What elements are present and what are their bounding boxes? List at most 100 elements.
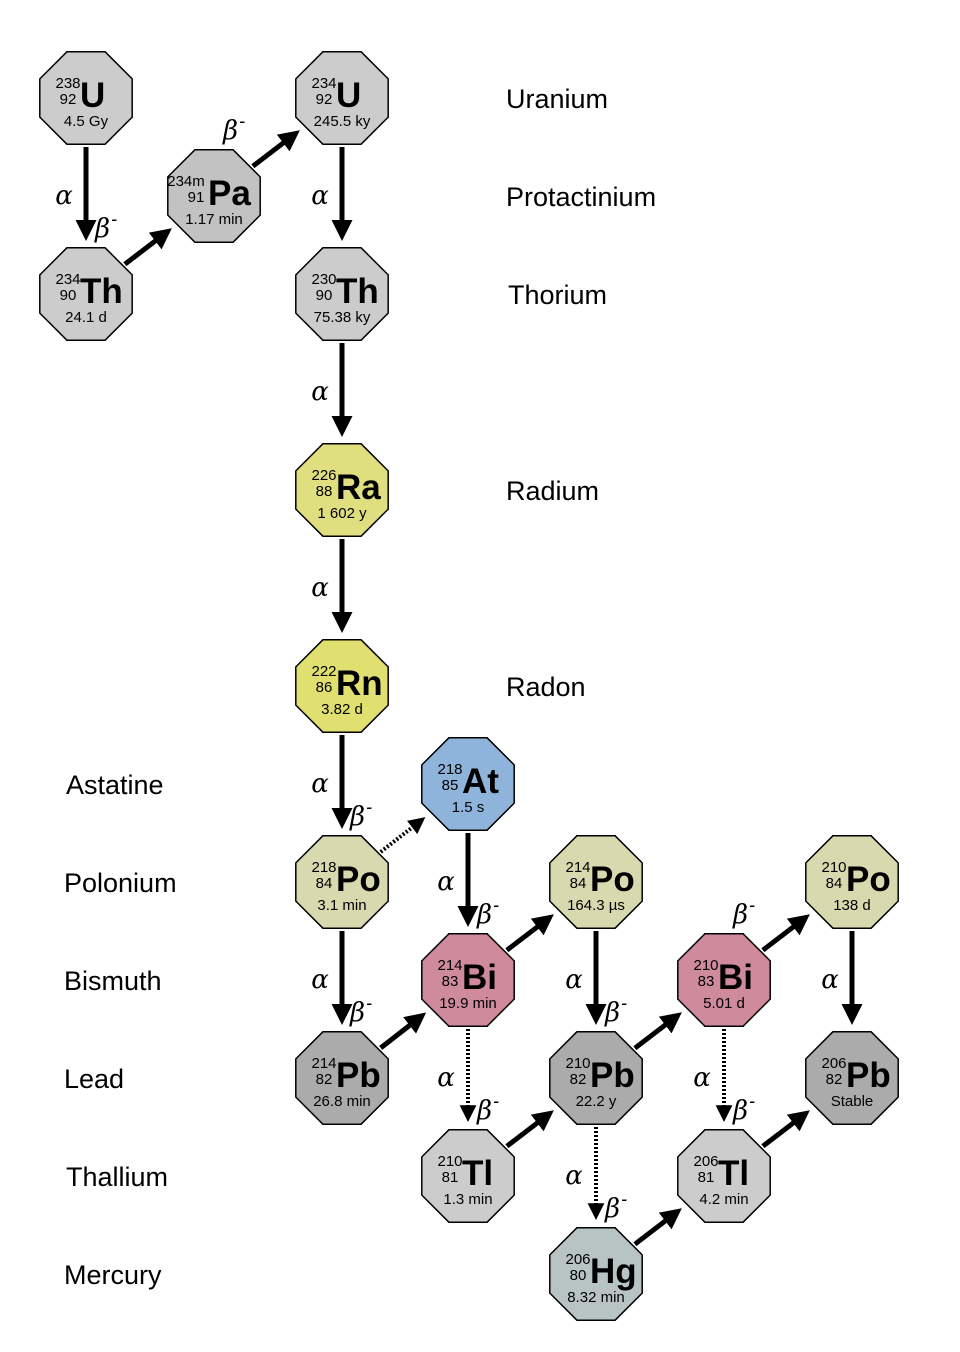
atomic-number: 80 — [570, 1267, 587, 1284]
decay-mode-label: α — [311, 573, 329, 603]
atomic-number: 86 — [316, 679, 333, 696]
half-life: 24.1 d — [65, 309, 107, 326]
nuclide-octagon — [421, 737, 515, 831]
element-labels: UraniumProtactiniumThoriumRadiumRadonAst… — [64, 84, 656, 1290]
decay-arrow — [633, 1208, 682, 1247]
half-life: 19.9 min — [439, 995, 497, 1012]
element-symbol: Bi — [462, 958, 497, 997]
nuclide-octagon — [295, 1031, 389, 1125]
mass-number: 206 — [693, 1153, 718, 1170]
decay-po218-to-pb214: α — [311, 931, 353, 1025]
mass-number: 210 — [437, 1153, 462, 1170]
mass-number: 210 — [565, 1055, 590, 1072]
decay-mode-label: α — [693, 1063, 711, 1093]
nuclide-octagon — [39, 51, 133, 145]
decay-mode-label: β- — [732, 895, 755, 930]
nuclide-octagon — [295, 443, 389, 537]
half-life: 4.2 min — [699, 1191, 748, 1208]
decay-mode-label: α — [821, 965, 839, 995]
mass-number: 234 — [55, 271, 80, 288]
decay-po210-to-pb206: α — [821, 931, 863, 1025]
decay-mode-label: α — [55, 181, 73, 211]
half-life: 8.32 min — [567, 1289, 625, 1306]
element-label-protactinium: Protactinium — [506, 182, 656, 212]
decay-mode-superscript: - — [111, 209, 117, 229]
decay-th230-to-ra226: α — [311, 343, 353, 437]
decay-po214-to-pb210: α — [565, 931, 607, 1025]
half-life: 3.82 d — [321, 701, 363, 718]
element-symbol: At — [462, 762, 499, 801]
atomic-number: 84 — [316, 875, 333, 892]
atomic-number: 81 — [442, 1169, 459, 1186]
atomic-number: 91 — [188, 189, 205, 206]
half-life: 164.3 µs — [567, 897, 625, 914]
atomic-number: 84 — [826, 875, 843, 892]
half-life: 1.3 min — [443, 1191, 492, 1208]
decay-arrow — [633, 1012, 682, 1051]
element-symbol: Ra — [336, 468, 381, 507]
decay-u238-to-th234: α — [55, 147, 97, 241]
mass-number: 222 — [311, 663, 336, 680]
element-label-uranium: Uranium — [506, 84, 608, 114]
decay-mode-label: α — [437, 1063, 455, 1093]
mass-number: 210 — [693, 957, 718, 974]
element-symbol: Pa — [208, 174, 251, 213]
element-label-radon: Radon — [506, 672, 586, 702]
decay-arrow — [761, 1110, 810, 1149]
decay-bi214-to-po214: β- — [476, 895, 554, 953]
half-life: 1.5 s — [452, 799, 485, 816]
decay-pb210-to-hg206: α — [565, 1127, 605, 1220]
decay-mode-label: β- — [349, 797, 372, 832]
half-life: 1.17 min — [185, 211, 243, 228]
half-life: 75.38 ky — [314, 309, 371, 326]
decay-arrow — [123, 228, 172, 267]
element-symbol: Hg — [590, 1252, 637, 1291]
decay-mode-label: β- — [476, 895, 499, 930]
mass-number: 214 — [565, 859, 590, 876]
atomic-number: 83 — [698, 973, 715, 990]
mass-number: 234 — [311, 75, 336, 92]
nuclide-octagon — [805, 835, 899, 929]
atomic-number: 92 — [60, 91, 77, 108]
atomic-number: 90 — [316, 287, 333, 304]
nuclide-octagon — [295, 51, 389, 145]
decay-pb210-to-bi210: β- — [604, 993, 682, 1051]
decay-bi210-to-po210: β- — [732, 895, 810, 953]
decay-at218-to-bi214: α — [437, 833, 479, 927]
decay-mode-superscript: - — [493, 895, 499, 915]
decay-mode-label: α — [311, 965, 329, 995]
mass-number: 238 — [55, 75, 80, 92]
mass-number: 206 — [821, 1055, 846, 1072]
element-symbol: Th — [80, 272, 123, 311]
nuclide-octagon — [805, 1031, 899, 1125]
mass-number: 214 — [437, 957, 462, 974]
half-life: 26.8 min — [313, 1093, 371, 1110]
mass-number: 218 — [437, 761, 462, 778]
decay-pa234m-to-u234: β- — [222, 111, 300, 169]
half-life: 1 602 y — [317, 505, 367, 522]
decay-bi210-to-tl206: α — [693, 1029, 733, 1122]
atomic-number: 92 — [316, 91, 333, 108]
decay-mode-label: β- — [604, 993, 627, 1028]
element-label-thorium: Thorium — [508, 280, 607, 310]
nuclide-octagon — [421, 933, 515, 1027]
atomic-number: 85 — [442, 777, 459, 794]
element-symbol: Pb — [590, 1056, 635, 1095]
minor-decay-arrow — [379, 817, 426, 854]
atomic-number: 82 — [826, 1071, 843, 1088]
element-label-radium: Radium — [506, 476, 599, 506]
decay-mode-label: β- — [732, 1091, 755, 1126]
decay-tl210-to-pb210: β- — [476, 1091, 554, 1149]
element-symbol: Th — [336, 272, 379, 311]
decay-mode-label: α — [311, 377, 329, 407]
mass-number: 206 — [565, 1251, 590, 1268]
